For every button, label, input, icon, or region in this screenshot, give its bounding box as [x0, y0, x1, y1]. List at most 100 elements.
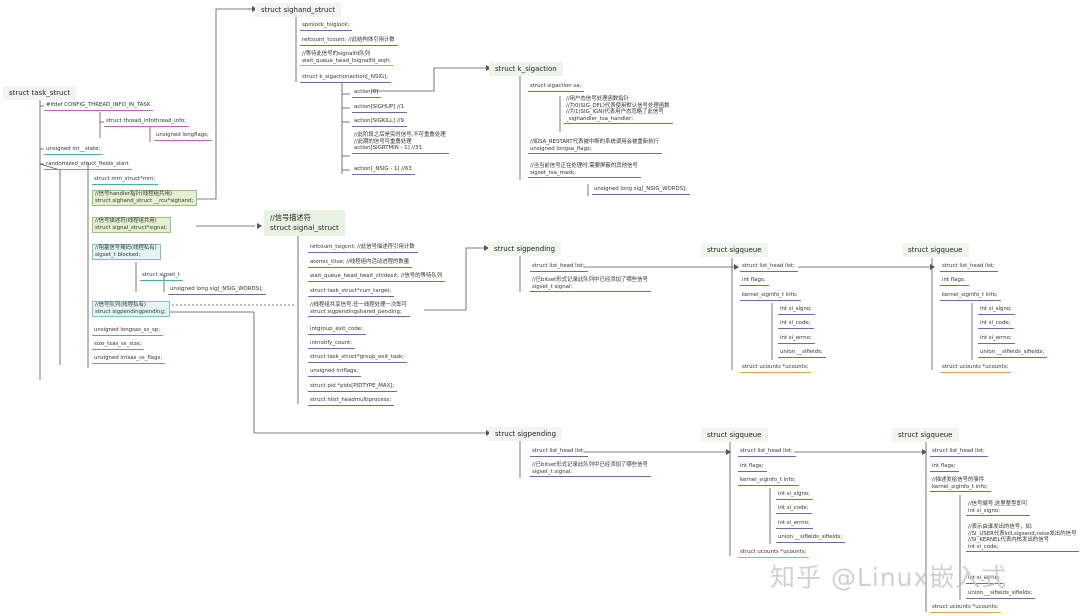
sighand-pointer-field: //信号handler指针(线程组共用) struct sighand_stru…	[92, 190, 198, 207]
action-rt-decl: action[SIGRTMIN - 1] //31	[354, 145, 422, 152]
signal-struct-title: struct signal_struct	[270, 223, 339, 232]
sigqueue-3-info: kernel_siginfo_t info;	[738, 477, 799, 486]
randomized-fields: randomized_struct_fields_start	[44, 161, 132, 170]
k-sigaction-header: struct k_sigaction	[489, 62, 563, 76]
sigqueue-4-ucounts: struct ucounts *ucounts;	[930, 604, 1002, 613]
sigqueue-2-errno: int si_errno;	[978, 335, 1015, 344]
shared-pending-decl: struct sigpendingshared_pending;	[310, 308, 402, 315]
sigqueue-4-flags: int flags;	[930, 463, 959, 472]
action-sighup: action[SIGHUP] //1	[352, 104, 408, 113]
sigqueue-1-header: struct sigqueue	[701, 243, 768, 257]
pending-comment: //信号队列(线程私有)	[95, 302, 146, 308]
siglock-field: spinlock_tsiglock;	[300, 22, 353, 31]
watermark: 知乎 @Linux嵌入式	[770, 563, 1008, 592]
sa-handler-comment-1: //用户态信号处理函数指针	[566, 96, 629, 102]
sa-handler-comment-3: //为1(SIG_IGN)代表用户态忽略了此信号	[566, 109, 664, 116]
sa-mask-sig-words: unsigned long sig[_NSIG_WORDS];	[592, 186, 691, 195]
sigqueue-3-flags: int flags;	[738, 463, 767, 472]
sigqueue-4-signo: //信号编号,这里整型即可 int si_signo;	[966, 501, 1031, 517]
action-rt-comment-2: //此期的信号可重叠处理	[354, 138, 412, 145]
sas-ss-size-field: size_tsas_ss_size;	[92, 341, 145, 350]
sa-mask-field: //当当前信号正在处理时,需要屏蔽的其他信号 sigset_tsa_mask;	[528, 163, 641, 179]
signal-pointer-field: //信号描述符(线程组共用) struct signal_struct*sign…	[92, 217, 172, 234]
sigqueue-1-errno: int si_errno;	[778, 335, 815, 344]
sigpending-private-list: struct list_head list;	[530, 448, 588, 457]
action-0: action[0]	[352, 89, 382, 98]
sigqueue-4-code-decl: int si_code;	[968, 543, 999, 550]
sigqueue-2-header: struct sigqueue	[902, 243, 969, 257]
sigaction-sa-field: struct sigaction sa;	[528, 83, 585, 92]
sa-handler-comment-2: //为0(SIG_DFL)代表使用默认信号处理函数	[566, 102, 670, 109]
state-field: unsigned int__state;	[44, 146, 104, 155]
sigpending-shared-comment: //已bitset形式记录此队列中已经添加了哪些信号	[532, 277, 648, 283]
sig-words-field: unsigned long sig[_NSIG_WORDS];	[168, 286, 267, 295]
sigcnt-field: refcount_tsigcnt; //此信号描述符引用计数	[308, 244, 418, 253]
sa-flags-field: //如SA_RESTART代表被中断的系统调用会被重新执行 unsigned l…	[528, 139, 662, 155]
sigqueue-4-signo-comment: //信号编号,这里整型即可	[968, 501, 1028, 507]
sa-mask-comment: //当当前信号正在处理时,需要屏蔽的其他信号	[530, 163, 638, 169]
sigqueue-2-info: kernel_siginfo_t info;	[940, 292, 1001, 301]
sigqueue-3-code: int si_code;	[776, 505, 812, 514]
signal-flags-field: unsigned intflags;	[308, 368, 362, 377]
sa-flags-comment: //如SA_RESTART代表被中断的系统调用会被重新执行	[530, 139, 659, 145]
sigqueue-3-signo: int si_signo;	[776, 491, 814, 500]
pending-decl: struct sigpendingpending;	[95, 308, 166, 315]
wqh-comment: //等待此信号的signalfd队列	[302, 51, 371, 57]
sa-flags-decl: unsigned longsa_flags;	[530, 145, 592, 152]
sigqueue-1-code: int si_code;	[778, 320, 814, 329]
ifdef-thread-info: #ifdef CONFIG_THREAD_INFO_IN_TASK	[44, 102, 154, 111]
sigqueue-4-code-comment-1: //表示由谁发出的信号，如:	[968, 524, 1033, 530]
wqh-decl: wait_queue_head_tsignalfd_wqh;	[302, 57, 391, 64]
sigqueue-4-code-comment-3: //SI_KERNEL代表内核发出的信号	[968, 537, 1049, 544]
shared-pending-comment: //线程组共享信号,任一线程处理一次即可	[310, 302, 407, 308]
sigqueue-4-errno: int si_errno;	[966, 575, 1003, 584]
blocked-comment: //阻塞信号掩码(线程私有)	[95, 245, 157, 251]
sigqueue-4-code: //表示由谁发出的信号，如: //SI_USER代表kill,sigsend,r…	[966, 524, 1080, 553]
pids-field: struct pid *pids[PIDTYPE_MAX];	[308, 383, 398, 392]
signal-comment: //信号描述符(线程组共用)	[95, 218, 157, 224]
sigqueue-2-signo: int si_signo;	[978, 306, 1016, 315]
sigqueue-1-list: struct list_head list;	[740, 263, 798, 272]
sigqueue-1-info: kernel_siginfo_t info;	[740, 292, 801, 301]
sigpending-private-decl: sigset_t signal;	[532, 468, 573, 475]
sigpending-private-signal: //已bitset形式记录此队列中已经添加了哪些信号 sigset_t sign…	[530, 462, 651, 478]
sigqueue-3-header: struct sigqueue	[701, 428, 768, 442]
sigqueue-2-flags: int flags;	[940, 277, 969, 286]
curr-target-field: struct task_struct*curr_target;	[308, 288, 395, 297]
action-sigkill: action[SIGKILL] //9	[352, 118, 407, 127]
sigqueue-4-code-comment-2: //SI_USER代表kill,sigsend,raise发出的信号	[968, 530, 1077, 537]
sa-handler-decl: _sighandler_tsa_handler;	[566, 115, 634, 122]
sigqueue-3-errno: int si_errno;	[776, 520, 813, 529]
sas-ss-sp-field: unsigned longsas_ss_sp;	[92, 327, 164, 336]
sigqueue-1-flags: int flags;	[740, 277, 769, 286]
sigqueue-1-sifields: union __sifields;	[778, 349, 826, 358]
signalfd-wqh-field: //等待此信号的signalfd队列 wait_queue_head_tsign…	[300, 51, 394, 67]
sighand-comment: //信号handler指针(线程组共用)	[95, 191, 172, 197]
mm-field: struct mm_struct*mm;	[92, 176, 159, 185]
sigpending-private-comment: //已bitset形式记录此队列中已经添加了哪些信号	[532, 462, 648, 468]
notify-count-field: intnotify_count;	[308, 340, 356, 349]
thread-info-field: struct thread_infothread_info;	[104, 118, 190, 127]
sigqueue-2-sifields: union __sifields_sifields;	[978, 349, 1048, 358]
count-field: refcount_tcount; //此结构体引用计数	[300, 37, 398, 46]
sa-handler-field: //用户态信号处理函数指针 //为0(SIG_DFL)代表使用默认信号处理函数 …	[564, 96, 673, 125]
task-struct-header: struct task_struct	[3, 86, 77, 100]
long-flags-field: unsigned longflags;	[154, 132, 212, 141]
sas-ss-flags-field: unsigned intsas_ss_flags;	[92, 355, 166, 364]
sighand-struct-header: struct sighand_struct	[255, 3, 341, 17]
shared-pending-field: //线程组共享信号,任一线程处理一次即可 struct sigpendingsh…	[308, 302, 410, 318]
sigqueue-4-list: struct list_head list;	[930, 448, 988, 457]
sigqueue-2-ucounts: struct ucounts *ucounts;	[940, 364, 1012, 373]
sigqueue-3-sifields: union __sifields_sifields;	[776, 534, 846, 543]
sigqueue-4-info: //描述发给信号的事件 kernel_siginfo_t info;	[930, 477, 991, 493]
group-exit-task-field: struct task_struct*group_exit_task;	[308, 354, 407, 363]
action-array-field: struct k_sigactionaction[_NSIG];	[300, 74, 392, 83]
sigqueue-3-ucounts: struct ucounts *ucounts;	[738, 549, 810, 558]
action-sigrtmin: //此阶段之后是实时信号,不可重叠处理 //此期的信号可重叠处理 action[…	[352, 132, 449, 154]
blocked-field: //阻塞信号掩码(线程私有) sigset_t blocked;	[92, 244, 161, 261]
group-exit-code-field: intgroup_exit_code;	[308, 326, 366, 335]
sigqueue-1-signo: int si_signo;	[778, 306, 816, 315]
blocked-decl: sigset_t blocked;	[95, 251, 141, 258]
pending-field: //信号队列(线程私有) struct sigpendingpending;	[92, 301, 170, 318]
